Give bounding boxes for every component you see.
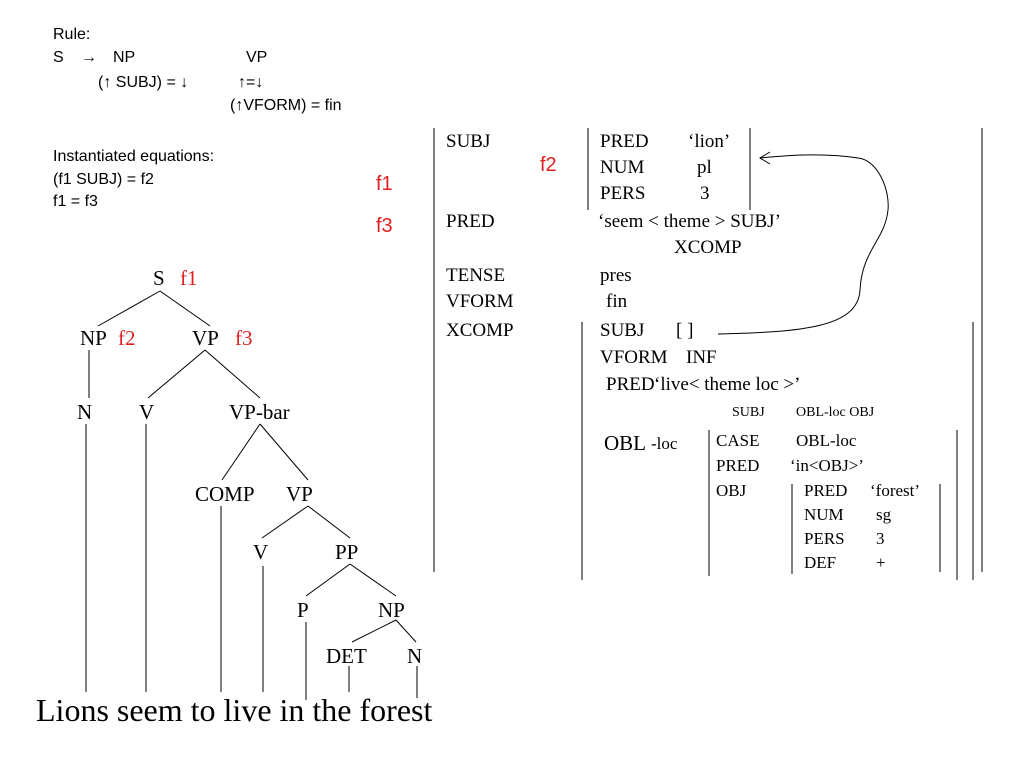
subj-num: NUM	[600, 157, 645, 178]
rule-vp-annotation: ↑=↓	[238, 74, 264, 91]
equation-2: f1 = f3	[53, 193, 98, 210]
node-det: DET	[326, 644, 367, 668]
obj-pred: PRED	[804, 481, 848, 500]
xcomp-subj: SUBJ	[600, 320, 645, 341]
node-s-tag: f1	[180, 266, 198, 290]
rule-np-annotation: (↑ SUBJ) = ↓	[98, 74, 189, 91]
obl-pred: PRED	[716, 456, 760, 475]
rule-heading: Rule:	[53, 26, 91, 43]
mapping-subj: SUBJ	[732, 405, 765, 420]
attr-obl: OBL	[604, 431, 646, 455]
xcomp-pred: PRED	[606, 374, 655, 395]
obj-pers: PERS	[804, 529, 845, 548]
obl-case: CASE	[716, 431, 760, 450]
node-p: P	[297, 598, 309, 622]
attr-subj: SUBJ	[446, 131, 491, 152]
node-vp: VP	[192, 326, 219, 350]
rule-arrow: →	[81, 49, 97, 66]
tense-value: pres	[600, 265, 632, 286]
attr-xcomp: XCOMP	[446, 320, 514, 341]
obj-num-value: sg	[876, 505, 892, 524]
node-pp: PP	[335, 540, 359, 564]
obj-num: NUM	[804, 505, 844, 524]
label-f2: f2	[540, 154, 557, 176]
vform-value: fin	[606, 291, 628, 312]
obj-def: DEF	[804, 553, 837, 572]
node-np: NP	[80, 326, 107, 350]
attr-obl-suffix: -loc	[651, 434, 678, 453]
rule-np: NP	[113, 49, 136, 66]
rule-vp-annotation-2: (↑VFORM) = fin	[230, 97, 342, 114]
xcomp-vform: VFORM	[600, 347, 668, 368]
obj-def-value: +	[876, 553, 886, 572]
obj-pers-value: 3	[876, 529, 885, 548]
node-v: V	[139, 400, 155, 424]
subj-pers: PERS	[600, 183, 646, 204]
subj-pred: PRED	[600, 131, 649, 152]
subj-pers-value: 3	[700, 183, 710, 204]
node-np-tag: f2	[118, 326, 136, 350]
node-vp2: VP	[286, 482, 313, 506]
instantiated-heading: Instantiated equations:	[53, 148, 215, 165]
node-comp: COMP	[195, 482, 255, 506]
obj-pred-value: ‘forest’	[870, 481, 921, 500]
node-n2: N	[407, 644, 423, 668]
sentence: Lions seem to live in the forest	[36, 692, 433, 728]
node-vp-tag: f3	[235, 326, 253, 350]
rule-lhs: S	[53, 49, 64, 66]
xcomp-subj-value: [ ]	[676, 320, 694, 341]
label-f3: f3	[376, 215, 393, 237]
attr-vform: VFORM	[446, 291, 514, 312]
pred-value: ‘seem < theme > SUBJ’	[598, 211, 781, 232]
subj-num-value: pl	[697, 157, 712, 178]
attr-tense: TENSE	[446, 265, 506, 286]
subj-pred-value: ‘lion’	[688, 131, 731, 152]
node-np2: NP	[378, 598, 405, 622]
node-s: S	[153, 266, 165, 290]
mapping-obl-obj: OBL-loc OBJ	[796, 405, 875, 420]
pred-value-xcomp: XCOMP	[674, 237, 742, 258]
xcomp-vform-value: INF	[686, 347, 717, 368]
node-n: N	[77, 400, 93, 424]
node-vp-bar: VP-bar	[229, 400, 290, 424]
obl-case-value: OBL-loc	[796, 431, 857, 450]
obl-pred-value: ‘in<OBJ>’	[790, 456, 864, 475]
label-f1: f1	[376, 173, 393, 195]
equation-1: (f1 SUBJ) = f2	[53, 171, 154, 188]
rule-vp: VP	[246, 49, 268, 66]
node-v2: V	[253, 540, 269, 564]
obl-obj: OBJ	[716, 481, 747, 500]
xcomp-pred-value: ‘live< theme loc >’	[654, 374, 801, 395]
attr-pred: PRED	[446, 211, 495, 232]
